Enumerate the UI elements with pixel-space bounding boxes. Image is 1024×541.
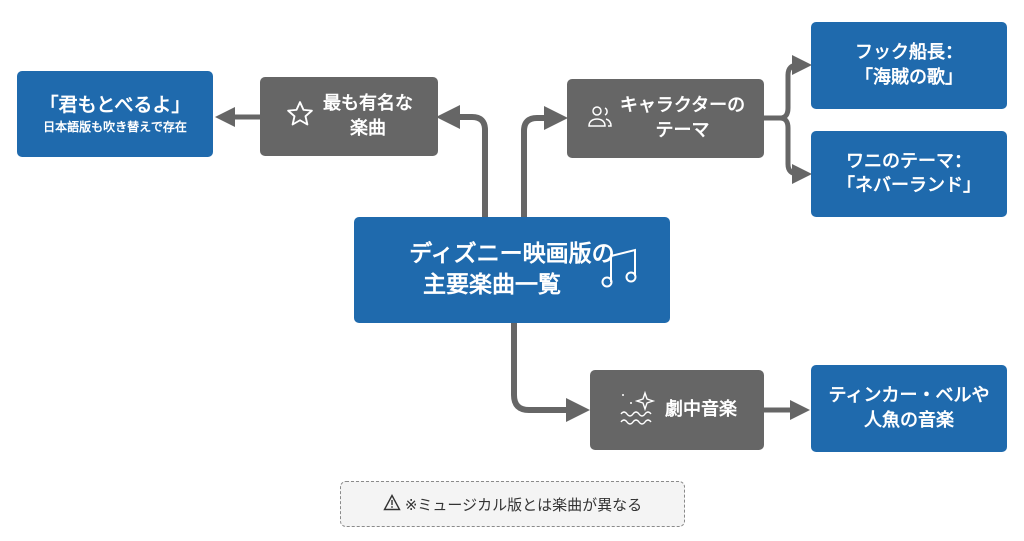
famous-song-note: 日本語版も吹き替えで存在 bbox=[43, 119, 187, 134]
warning-icon bbox=[383, 493, 401, 515]
character-line1: キャラクターの bbox=[619, 95, 746, 117]
famous-box: 最も有名な 楽曲 bbox=[260, 77, 438, 156]
famous-song-title: 「君もとべるよ」 bbox=[39, 94, 191, 117]
croc-line1: ワニのテーマ： bbox=[846, 150, 972, 172]
bgm-label: 劇中音楽 bbox=[665, 398, 737, 420]
bgm-detail-box: ティンカー・ベルや 人魚の音楽 bbox=[811, 365, 1007, 452]
character-line2: テーマ bbox=[655, 119, 710, 141]
famous-line1: 最も有名な bbox=[323, 93, 413, 115]
bgm-detail-line1: ティンカー・ベルや bbox=[828, 385, 990, 407]
bracket-to-croc bbox=[779, 115, 812, 184]
character-box: キャラクターの テーマ bbox=[567, 79, 764, 158]
bgm-box: 劇中音楽 bbox=[590, 370, 764, 450]
hook-box: フック船長： 「海賊の歌」 bbox=[811, 22, 1007, 109]
famous-line2: 楽曲 bbox=[350, 117, 386, 139]
famous-song-box: 「君もとべるよ」 日本語版も吹き替えで存在 bbox=[17, 71, 213, 157]
bracket-to-hook bbox=[764, 55, 812, 121]
note-box: ※ミュージカル版とは楽曲が異なる bbox=[340, 481, 685, 527]
sparkle-waves-icon bbox=[617, 387, 657, 433]
hook-line1: フック船長： bbox=[855, 42, 963, 64]
users-icon bbox=[586, 102, 616, 136]
note-text: ※ミュージカル版とは楽曲が異なる bbox=[404, 495, 643, 514]
croc-line2: 「ネバーランド」 bbox=[837, 175, 981, 196]
music-note-icon bbox=[601, 246, 639, 299]
main-title-line1: ディズニー映画版の bbox=[409, 240, 615, 267]
croc-box: ワニのテーマ： 「ネバーランド」 bbox=[811, 131, 1007, 217]
arrow-to-bgm bbox=[511, 323, 590, 422]
main-title-line2: 主要楽曲一覧 bbox=[422, 272, 561, 298]
star-icon bbox=[285, 99, 315, 135]
arrow-to-famous bbox=[436, 105, 488, 217]
arrow-to-character bbox=[521, 106, 568, 217]
main-title-box: ディズニー映画版の 主要楽曲一覧 bbox=[354, 217, 670, 323]
bgm-detail-line2: 人魚の音楽 bbox=[864, 409, 954, 431]
hook-line2: 「海賊の歌」 bbox=[855, 66, 963, 88]
